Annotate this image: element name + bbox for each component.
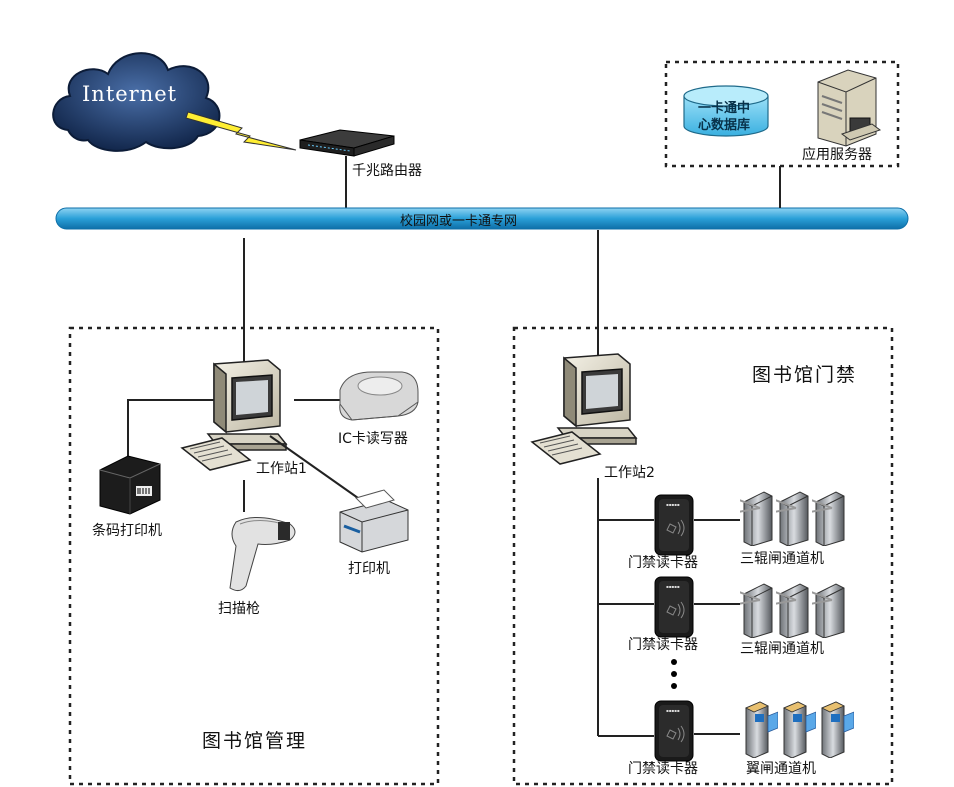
lightning-icon	[185, 111, 297, 151]
turnstile-2b-icon	[776, 583, 809, 638]
workstation-2-label: 工作站2	[604, 465, 655, 481]
more-dots-icon	[671, 659, 677, 689]
gate-1-label: 三辊闸通道机	[740, 551, 824, 567]
database-label-line2: 心数据库	[698, 118, 751, 133]
gate-3-label: 翼闸通道机	[746, 761, 816, 777]
backbone-bus	[55, 207, 909, 230]
management-zone-border	[68, 326, 440, 786]
server-icon	[817, 69, 882, 147]
reader-2-label: 门禁读卡器	[628, 637, 698, 653]
wing-gate-c-icon	[821, 701, 854, 758]
card-reader-3-icon	[654, 700, 694, 762]
turnstile-1b-icon	[776, 491, 809, 546]
router-icon	[299, 129, 395, 157]
workstation-1-label: 工作站1	[256, 461, 307, 477]
card-reader-2-icon	[654, 576, 694, 638]
reader-3-label: 门禁读卡器	[628, 761, 698, 777]
access-title: 图书馆门禁	[752, 364, 858, 386]
printer-label: 打印机	[348, 561, 390, 577]
scanner-label: 扫描枪	[218, 601, 260, 617]
internet-label: Internet	[82, 82, 178, 106]
ic-reader-icon	[339, 371, 419, 421]
barcode-printer-label: 条码打印机	[92, 523, 162, 539]
management-title: 图书馆管理	[202, 730, 308, 752]
barcode-printer-icon	[99, 455, 161, 515]
turnstile-2c-icon	[812, 583, 845, 638]
turnstile-2a-icon	[740, 583, 773, 638]
database-label-line1: 一卡通中	[698, 101, 751, 116]
app-server-label: 应用服务器	[802, 147, 872, 163]
card-reader-1-icon	[654, 494, 694, 556]
gate-2-label: 三辊闸通道机	[740, 641, 824, 657]
ic-reader-label: IC卡读写器	[338, 431, 408, 447]
internet-cloud-icon	[52, 52, 221, 152]
database-icon	[683, 85, 769, 137]
wing-gate-a-icon	[745, 701, 778, 758]
router-label: 千兆路由器	[352, 163, 422, 179]
server-zone-border	[664, 60, 900, 168]
workstation-1-icon	[181, 359, 287, 471]
scanner-icon	[229, 517, 296, 592]
printer-icon	[339, 489, 409, 553]
access-zone-border	[512, 326, 894, 786]
turnstile-1c-icon	[812, 491, 845, 546]
workstation-2-icon	[531, 353, 637, 465]
reader-1-label: 门禁读卡器	[628, 555, 698, 571]
wing-gate-b-icon	[783, 701, 816, 758]
backbone-label: 校园网或一卡通专网	[400, 214, 518, 229]
